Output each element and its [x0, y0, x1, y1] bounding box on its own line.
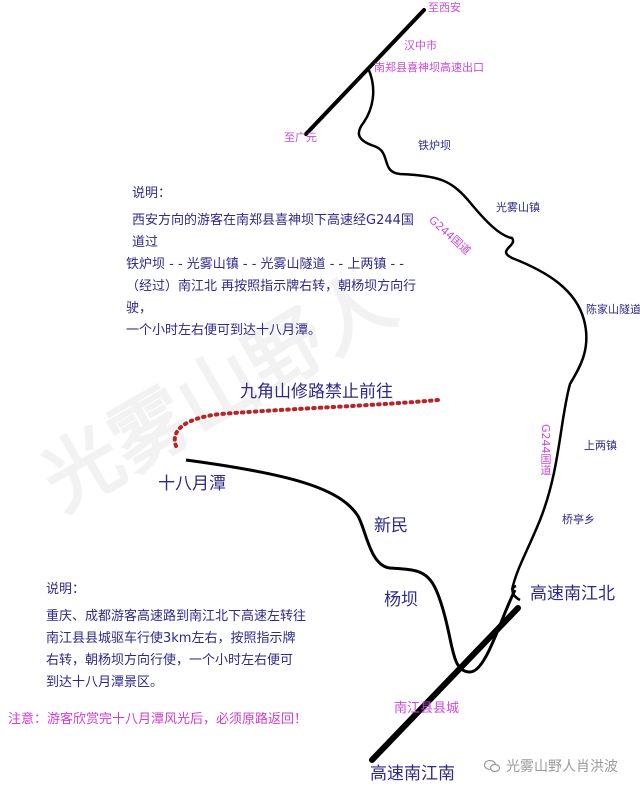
note1-body: 西安方向的游客在南郑县喜神坝下高速经G244国道过 铁炉坝 - - 光雾山镇 -…	[126, 210, 426, 342]
label-tieluba: 铁炉坝	[418, 139, 451, 152]
label-chenjiashan-tunnel: 陈家山隧道	[586, 303, 640, 316]
note1-line: 铁炉坝 - - 光雾山镇 - - 光雾山隧道 - - 上两镇 - -	[126, 257, 404, 272]
label-yangba: 杨坝	[384, 590, 418, 610]
label-jiujiaoshan-closed: 九角山修路禁止前往	[240, 382, 393, 402]
wechat-icon	[484, 759, 500, 773]
note1-line: 西安方向的游客在南郑县喜神坝下高速经G244国道过	[132, 213, 414, 250]
brand-watermark: 光雾山野人肖洪波	[484, 756, 618, 776]
note2-title: 说明：	[46, 582, 86, 597]
label-hanzhong: 汉中市	[404, 39, 437, 52]
label-shibayuetan: 十八月潭	[158, 474, 226, 494]
note2-body: 重庆、成都游客高速路到南江北下高速左转往 南江县县城驱车行使3km左右，按照指示…	[46, 606, 346, 694]
label-xinmin: 新民	[374, 516, 408, 536]
brand-name: 光雾山野人肖洪波	[506, 759, 618, 775]
closed-road-jiujiaoshan	[172, 398, 440, 448]
label-guangwushan-town: 光雾山镇	[496, 201, 540, 214]
label-nanjiang-county: 南江县县城	[394, 701, 460, 716]
highway-nanjiang	[369, 605, 521, 763]
label-shangliang-town: 上两镇	[584, 439, 617, 452]
label-nanjiang-north: 高速南江北	[530, 584, 615, 604]
route-to-shibayuetan	[185, 458, 517, 674]
note1-line: （经过）南江北 再按照指示牌右转，朝杨坝方向行驶，	[126, 279, 417, 316]
note1-title: 说明：	[132, 186, 172, 201]
note2-line: 右转，朝杨坝方向行使，一个小时左右便可	[46, 653, 294, 668]
warning-text: 注意：游客欣赏完十八月潭风光后，必须原路返回！	[8, 712, 308, 727]
label-nanjiang-south: 高速南江南	[370, 764, 455, 784]
g244-road	[357, 67, 588, 591]
label-to-xian: 至西安	[428, 1, 461, 14]
label-to-guangyuan: 至广元	[284, 131, 317, 144]
note1-line: 一个小时左右便可到达十八月潭。	[126, 323, 322, 338]
label-exit: 南郑县喜神坝高速出口	[374, 61, 484, 74]
note2-line: 到达十八月潭景区。	[46, 675, 164, 690]
highway-xian-guangyuan	[304, 8, 426, 136]
note2-line: 南江县县城驱车行使3km左右，按照指示牌	[46, 631, 296, 646]
note2-line: 重庆、成都游客高速路到南江北下高速左转往	[46, 609, 307, 624]
label-qiaoting: 桥亭乡	[562, 513, 595, 526]
label-g244-lower: G244国道	[539, 424, 552, 476]
